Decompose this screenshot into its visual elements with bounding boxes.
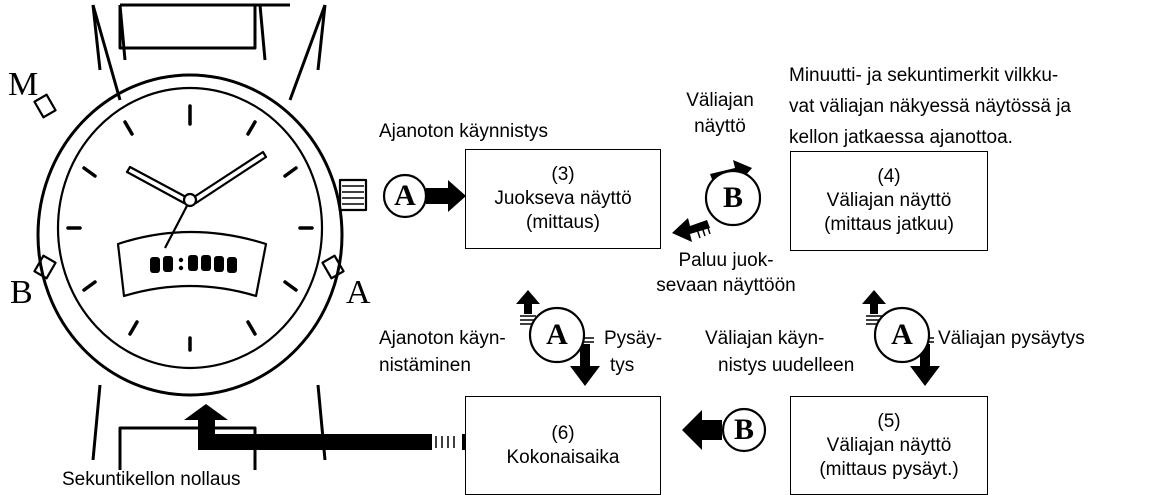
label-stop-l2: tys [610, 355, 635, 376]
button-a-stem [321, 254, 345, 280]
label-split-restart-l1: Väliajan käyn- [705, 328, 825, 349]
label-split-display-l2: näyttö [694, 116, 746, 137]
watch-case [36, 73, 344, 397]
label-return-l1: Paluu juok- [678, 250, 774, 271]
state-3-line2: (mittaus) [526, 212, 600, 233]
button-m-stem [33, 93, 57, 119]
state-5-line2: (mittaus pysäyt.) [819, 458, 959, 480]
arrow-6-to-3 [516, 290, 540, 314]
label-restart-timing-l2: nistäminen [379, 355, 471, 376]
arrow-6-reset [184, 404, 466, 450]
button-b-split-letter: B [722, 181, 743, 214]
label-note-l1: Minuutti- ja sekuntimerkit vilkku- [789, 65, 1059, 86]
arrow-3-to-6 [570, 344, 600, 386]
digital-display [116, 230, 268, 298]
state-3-line1: Juokseva näyttö [494, 188, 632, 209]
button-b-split-circle [704, 169, 762, 227]
state-box-4: (4) Väliajan näyttö (mittaus jatkuu) [790, 151, 988, 251]
label-restart-timing-l1: Ajanoton käyn- [379, 328, 506, 349]
state-box-3: (3) Juokseva näyttö (mittaus) [465, 149, 661, 249]
arrow-5-to-4 [862, 290, 886, 314]
state-6-line1: Kokonaisaika [506, 446, 620, 468]
state-3-number: (3) [551, 164, 575, 185]
label-split-stop: Väliajan pysäytys [938, 328, 1085, 349]
state-6-number: (6) [551, 422, 575, 444]
label-note-l3: kellon jatkaessa ajanottoa. [789, 127, 1013, 148]
label-split-display-l1: Väliajan [686, 90, 754, 111]
button-a-right-letter: A [891, 318, 913, 351]
state-4-line1: Väliajan näyttö [826, 190, 952, 211]
watch-dial [56, 86, 324, 370]
button-a-start-letter: A [394, 179, 416, 212]
arrow-4-to-5 [910, 344, 940, 386]
button-a-left-circle [528, 306, 586, 364]
label-note: Minuutti- ja sekuntimerkit vilkku- vat v… [789, 60, 1071, 153]
state-5-number: (5) [877, 410, 901, 432]
watch-button-a-label: A [346, 274, 371, 311]
label-split-display: Väliajan näyttö [665, 89, 775, 138]
arrow-4-to-3 [672, 218, 710, 242]
label-note-l2: vat väliajan näkyessä näytössä ja [789, 96, 1071, 117]
hour-markers [66, 104, 314, 352]
state-box-6: (6) Kokonaisaika [465, 396, 661, 495]
watch-hands [125, 150, 268, 249]
state-5-line1: Väliajan näyttö [826, 434, 952, 456]
button-a-right-circle [873, 306, 931, 364]
label-reset: Sekuntikellon nollaus [62, 469, 241, 490]
watch-button-m-label: M [8, 66, 39, 103]
watch-top-lug [91, 3, 327, 101]
watch-illustration [33, 3, 368, 470]
button-b-bottom-letter: B [733, 413, 754, 446]
state-4-line2: (mittaus jatkuu) [824, 214, 954, 235]
label-return: Paluu juok- sevaan näyttöön [636, 249, 816, 297]
watch-button-b-label: B [10, 274, 33, 311]
button-b-stem [33, 254, 57, 280]
label-start-timing: Ajanoton käynnistys [379, 121, 548, 142]
watch-crown [338, 178, 368, 212]
state-box-5: (5) Väliajan näyttö (mittaus pysäyt.) [790, 396, 988, 495]
label-return-l2: sevaan näyttöön [656, 275, 796, 296]
label-restart-timing: Ajanoton käyn- nistäminen [379, 327, 506, 377]
label-stop-l1: Pysäy- [604, 328, 663, 349]
button-b-bottom-circle [721, 407, 767, 453]
arrow-5-to-6 [682, 410, 722, 450]
display-digits [150, 255, 237, 273]
label-split-restart-l2: nistys uudelleen [718, 355, 855, 376]
label-stop: Pysäy- tys [604, 327, 662, 377]
button-a-left-letter: A [546, 318, 568, 351]
button-a-start-circle [382, 173, 428, 219]
label-split-restart: Väliajan käyn- nistys uudelleen [705, 327, 854, 377]
arrow-start-to-3 [426, 180, 466, 212]
state-4-number: (4) [877, 166, 901, 187]
